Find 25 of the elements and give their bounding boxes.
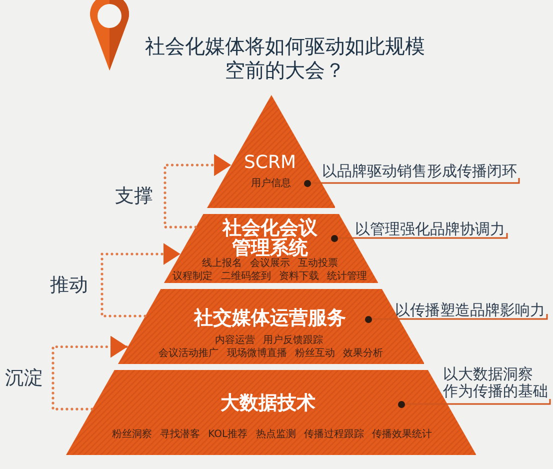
callout-text: 以管理强化品牌协调力 (355, 221, 505, 237)
callout-text: 以传播塑造品牌影响力 (395, 302, 545, 318)
title: 社会化媒体将如何驱动如此规模空前的大会？ (144, 34, 426, 82)
leader-line (405, 399, 551, 405)
edge-label: 支撑 (115, 185, 153, 208)
tier-subtext: 议程制定 二维码签到 资料下载 统计管理 (172, 271, 368, 283)
callout-text: 以大数据洞察作为传播的基础 (443, 366, 548, 400)
tier-heading: 大数据技术 (220, 392, 316, 414)
arrow (164, 154, 232, 228)
arrow (100, 243, 182, 318)
edge-label: 沉淀 (5, 366, 43, 389)
leader-line (372, 314, 548, 320)
pyramid-tier (118, 289, 424, 364)
tier-subtext: 线上报名 会议展示 互动投票 (202, 258, 338, 270)
tier-subtext: 用户信息 (250, 178, 291, 190)
tier-heading: SCRM (244, 153, 296, 173)
tier-subtext: 粉丝洞察 寻找潜客 KOL推荐 热点监测 传播过程跟踪 传播效果统计 (112, 429, 432, 441)
tier-heading: 社会化会议管理系统 (222, 218, 318, 258)
tier-subtext: 会议活动推广 现场微博直播 粉丝互动 效果分析 (158, 348, 384, 360)
tier-heading: 社交媒体运营服务 (194, 307, 346, 329)
callout-text: 以品牌驱动销售形成传播闭环 (322, 163, 517, 179)
pyramid-tier (206, 95, 336, 208)
tier-subtext: 内容运营 用户反馈跟踪 (214, 335, 324, 347)
arrow (52, 336, 129, 410)
edge-label: 推动 (50, 274, 88, 296)
